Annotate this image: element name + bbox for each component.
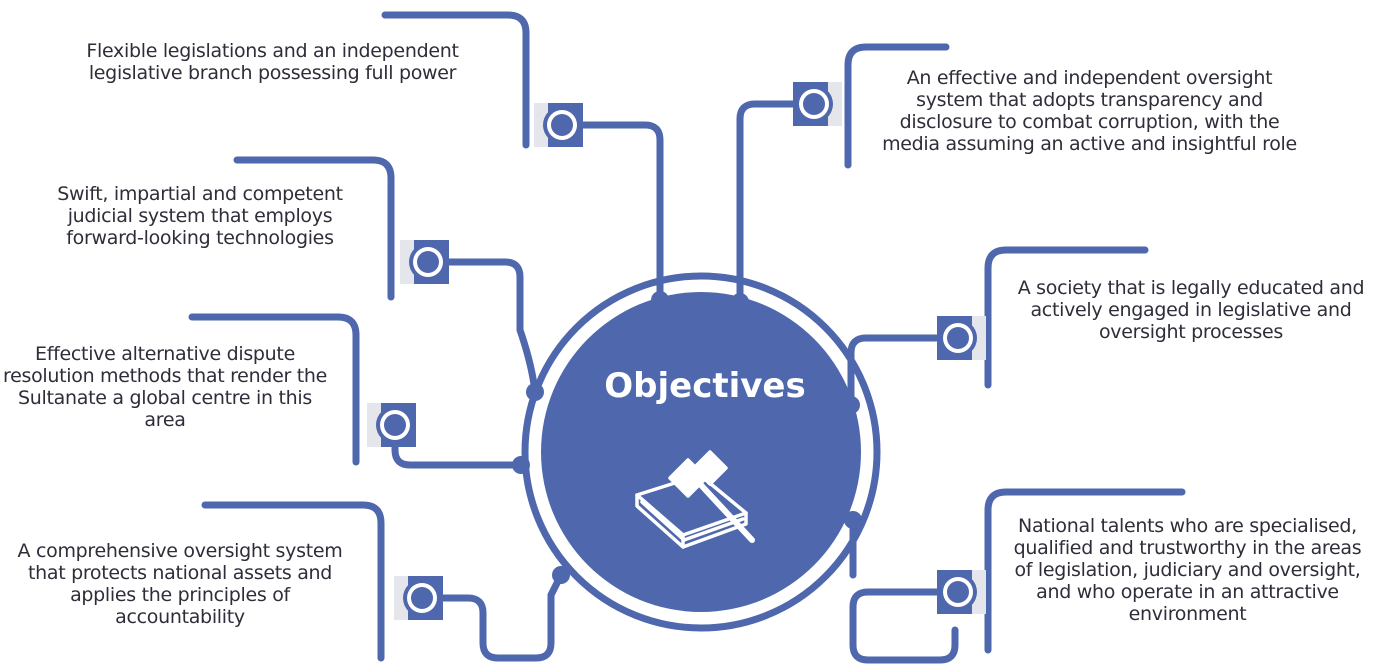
objectives-center-circle [541,292,861,612]
bracket-line-middle-right [984,246,1149,389]
joint-dot [512,456,530,474]
bracket-line-bottom-left [201,501,385,662]
bracket-line-middle-left [188,313,360,466]
connector-line-upper-left [424,258,539,396]
node-bottom-left [394,576,443,620]
node-upper-left [400,240,449,284]
objectives-title: Objectives [604,366,806,406]
objectives-outer-ring [521,272,881,632]
node-middle-left [367,403,416,447]
bracket-line-top-left [381,11,530,149]
connector-line-middle-right [847,334,944,408]
objective-text-bottom-right: National talents who are specialised, qu… [1013,515,1362,625]
node-bottom-right [937,570,986,614]
node-top-right [793,82,842,126]
joint-dot [844,511,862,529]
joint-dot [552,566,570,584]
bracket-line-top-right [844,43,950,169]
node-middle-right [937,316,986,360]
bracket-line-upper-left [233,156,395,301]
objective-text-top-left: Flexible legislations and an independent… [86,40,459,84]
objective-text-middle-left: Effective alternative dispute resolution… [2,343,327,431]
objective-text-top-right: An effective and independent oversight s… [882,67,1297,155]
joint-dot [842,396,860,414]
node-top-left [534,103,583,147]
connector-line-top-left [558,121,664,304]
gavel-on-book-icon [635,450,755,549]
joint-dot [526,383,544,401]
connector-line-middle-left [391,421,524,469]
joint-dot [731,293,749,311]
bracket-line-bottom-right [984,488,1186,654]
objective-text-middle-right: A society that is legally educated and a… [1017,277,1365,343]
objective-text-bottom-left: A comprehensive oversight system that pr… [17,540,343,628]
connector-line-top-right [736,100,799,304]
connector-line-bottom-left [436,571,565,662]
connector-line-bottom-right [849,588,959,664]
joint-dot [651,291,669,309]
objective-text-upper-left: Swift, impartial and competent judicial … [57,183,343,249]
